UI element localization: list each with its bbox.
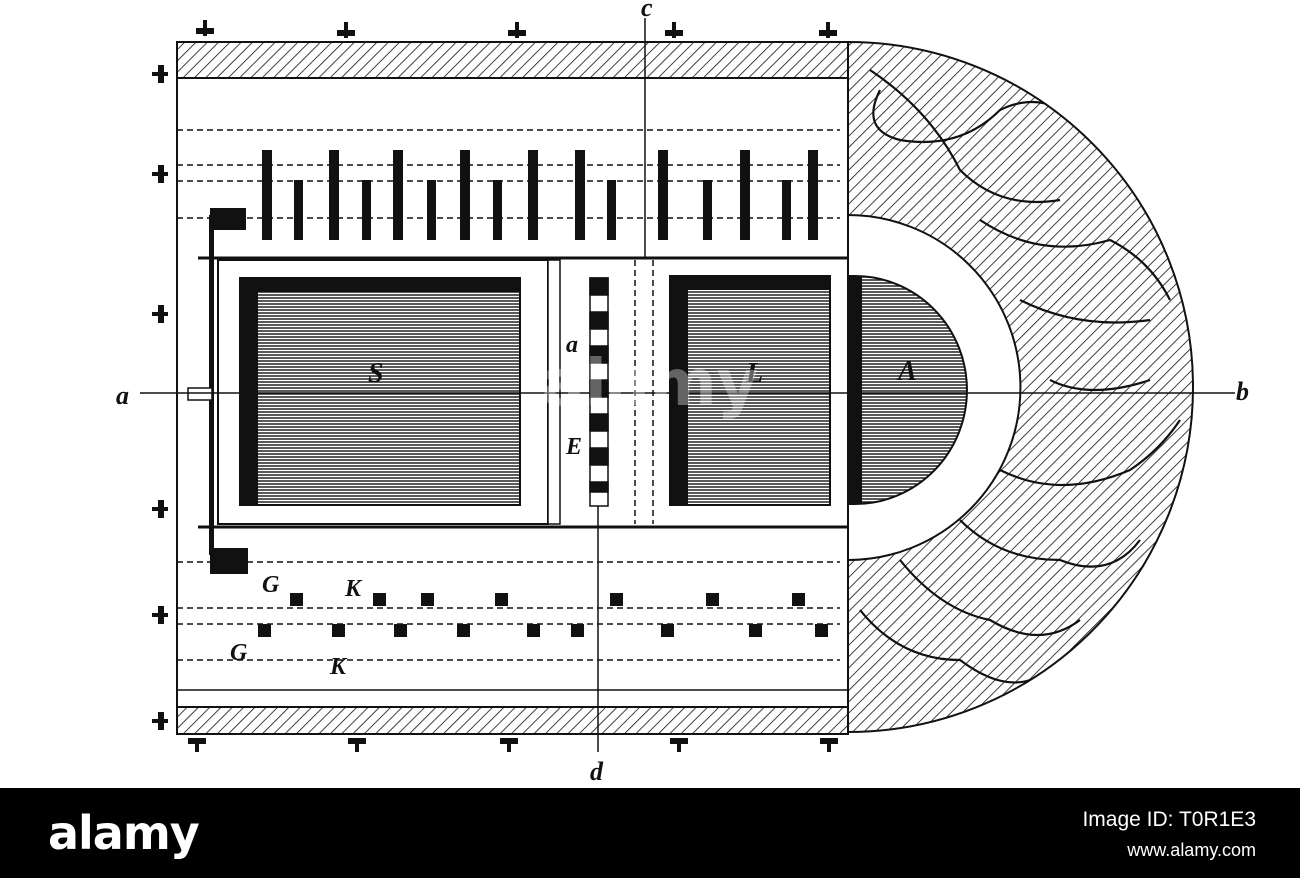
upper-bars-row (262, 150, 818, 240)
center-label-a: a (566, 332, 578, 358)
section-label-right: b (1236, 377, 1249, 406)
center-label-e: E (565, 434, 582, 460)
stock-footer-bar: alamy Image ID: T0R1E3 www.alamy.com (0, 788, 1300, 878)
floor-plan-diagram: a b c d S L A a E G K G K alamy (116, 0, 1249, 786)
room-label-l: L (745, 358, 763, 389)
wall-bolts (152, 20, 838, 752)
row-label-g-lower: G (230, 640, 248, 666)
checkered-column-e (589, 277, 609, 507)
left-pipe-bracket (187, 208, 248, 574)
room-label-s: S (368, 358, 384, 389)
alamy-logo[interactable]: alamy (48, 806, 200, 860)
watermark: alamy (542, 347, 759, 421)
section-label-bottom: d (590, 757, 604, 786)
row-label-g-upper: G (262, 572, 280, 598)
room-a (847, 275, 968, 505)
section-label-left: a (116, 381, 129, 410)
dashed-guide-lines (177, 129, 840, 661)
room-label-a: A (896, 356, 917, 387)
room-l (669, 275, 831, 506)
lower-squares-row (258, 593, 828, 637)
row-label-k-upper: K (344, 576, 363, 602)
bottom-wall (176, 706, 849, 735)
image-id-text: Image ID: T0R1E3 (1082, 808, 1256, 831)
section-lines (140, 18, 1235, 752)
top-wall (176, 41, 849, 79)
row-label-k-lower: K (329, 654, 348, 680)
room-s (239, 277, 521, 506)
site-url-link[interactable]: www.alamy.com (1127, 840, 1256, 860)
section-label-top: c (641, 0, 653, 22)
